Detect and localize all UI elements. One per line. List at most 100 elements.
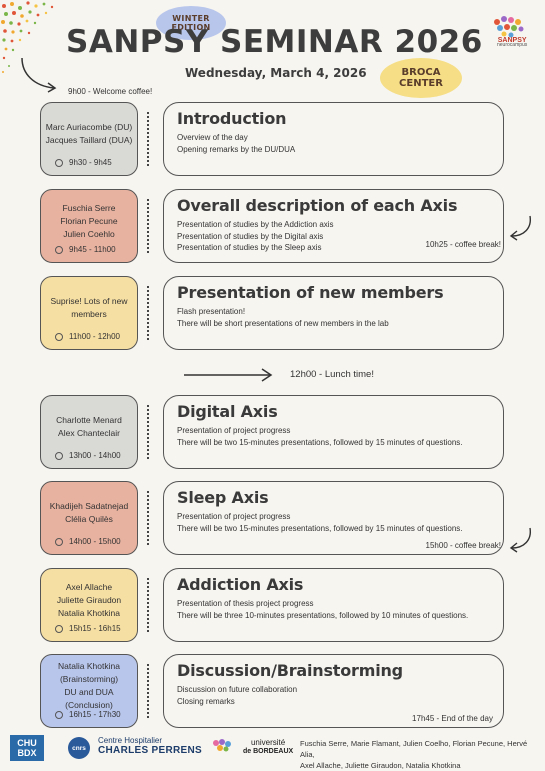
credits: Fuschia Serre, Marie Flamant, Julien Coe… — [300, 738, 540, 771]
clock-icon — [55, 537, 63, 546]
speaker-name: Khadijeh Sadatnejad — [49, 501, 129, 511]
winter-edition-line2: EDITION — [171, 23, 211, 32]
chu-bordeaux-logo: CHU BDX — [10, 735, 44, 761]
dotted-connector — [147, 491, 152, 545]
location-line2: CENTER — [399, 78, 443, 89]
speaker-name: DU and DUA — [64, 687, 114, 697]
session-time-text: 9h45 - 11h00 — [69, 245, 116, 254]
winter-edition-line1: WINTER — [172, 14, 210, 23]
speaker-name: Juliette Giraudon — [56, 594, 122, 605]
description-line: Presentation of studies by the Addiction… — [177, 220, 334, 229]
hook-arrow-icon — [509, 215, 531, 241]
description-line: Overview of the day — [177, 133, 248, 142]
speaker-name: Florian Pecune — [60, 215, 118, 226]
logo-name: SANPSY — [497, 37, 527, 44]
dotted-connector — [147, 112, 152, 166]
speaker-name: Jacques Taillard (DUA) — [45, 135, 133, 145]
session-time: 16h15 - 17h30 — [55, 708, 121, 721]
session-description: Presentation of studies by the Addiction… — [177, 219, 334, 254]
speaker-name: members — [71, 309, 107, 319]
speaker-name: (Brainstorming) — [59, 674, 119, 684]
description-line: Flash presentation! — [177, 307, 246, 316]
speaker-card: Marc Auriacombe (DU) Jacques Taillard (DU… — [40, 102, 138, 176]
session-title: Introduction — [177, 109, 287, 128]
logo-subname: neurocampus — [497, 42, 528, 48]
session-time-text: 14h00 - 15h00 — [69, 537, 121, 546]
session-time-text: 11h00 - 12h00 — [69, 332, 121, 341]
dotted-connector — [147, 664, 152, 718]
curved-arrow-icon — [21, 57, 57, 93]
speaker-name: Julien Coehlo — [63, 228, 115, 239]
hook-arrow-icon — [509, 527, 531, 553]
universite-bordeaux-logo: université de BORDEAUX — [243, 738, 293, 756]
description-line: Discussion on future collaboration — [177, 685, 298, 694]
speaker-name: Alex Chanteclair — [58, 428, 120, 438]
sanpsy-logo — [494, 16, 524, 38]
confetti-dots-decoration — [1, 1, 54, 73]
session-note: 10h25 - coffee break! — [425, 240, 501, 249]
session-time: 9h30 - 9h45 — [55, 156, 112, 169]
speaker-name: Clélia Quilès — [65, 514, 113, 524]
description-line: There will be three 10-minutes presentat… — [177, 610, 469, 620]
session-time-text: 15h15 - 16h15 — [69, 624, 121, 633]
cnrs-logo: cnrs — [68, 737, 90, 759]
session-title: Overall description of each Axis — [177, 196, 458, 215]
description-line: Presentation of studies by the Digital a… — [177, 231, 324, 241]
session-time-text: 16h15 - 17h30 — [69, 710, 121, 719]
session-time: 11h00 - 12h00 — [55, 330, 120, 343]
session-time: 15h15 - 16h15 — [55, 622, 121, 635]
session-note: 15h00 - coffee break! — [425, 541, 501, 550]
description-line: There will be two 15-minutes presentatio… — [177, 523, 463, 533]
speaker-name: Marc Auriacombe (DU) — [45, 122, 133, 132]
credits-line2: Axel Allache, Juliette Giraudon, Natalia… — [300, 761, 461, 770]
dotted-connector — [147, 578, 152, 632]
speaker-names: Natalia Khotkina(Brainstorming)DU and DU… — [58, 660, 120, 712]
session-note: 17h45 - End of the day — [412, 714, 493, 723]
speaker-card: Natalia Khotkina(Brainstorming)DU and DU… — [40, 654, 138, 728]
session-title: Presentation of new members — [177, 283, 444, 302]
chu-logo-line2: BDX — [17, 748, 37, 758]
page-title: SANPSY SEMINAR 2026 — [66, 24, 483, 60]
speaker-name: Natalia Khotkina — [58, 607, 120, 618]
speaker-name: Suprise! Lots of new — [50, 296, 128, 306]
session-description: Flash presentation! There will be short p… — [177, 306, 389, 329]
bordeaux-neurocampus-logo — [213, 739, 231, 752]
speaker-names: Suprise! Lots of new members — [50, 295, 127, 321]
charles-perrens-line1: Centre Hospitalier — [98, 736, 163, 745]
logo-caption: SANPSY neurocampus — [497, 37, 528, 48]
speaker-name: Fuschia Serre — [62, 202, 116, 213]
clock-icon — [55, 158, 63, 167]
event-date: Wednesday, March 4, 2026 — [185, 66, 367, 80]
clock-icon — [55, 451, 63, 460]
dotted-connector — [147, 199, 152, 253]
speaker-name: Axel Allache — [65, 581, 113, 592]
clock-icon — [55, 332, 63, 341]
session-time: 9h45 - 11h00 — [55, 243, 116, 256]
location-line1: BROCA — [401, 67, 441, 78]
location-badge: BROCA CENTER — [380, 58, 462, 98]
clock-icon — [55, 245, 63, 254]
dotted-connector — [147, 286, 152, 340]
description-line: There will be short presentations of new… — [177, 318, 389, 328]
speaker-card: Suprise! Lots of new members 11h00 - 12h00 — [40, 276, 138, 350]
credits-line1: Fuschia Serre, Marie Flamant, Julien Coe… — [300, 739, 528, 759]
session-title: Sleep Axis — [177, 488, 269, 507]
description-line: Presentation of studies by the Sleep axi… — [177, 243, 322, 252]
